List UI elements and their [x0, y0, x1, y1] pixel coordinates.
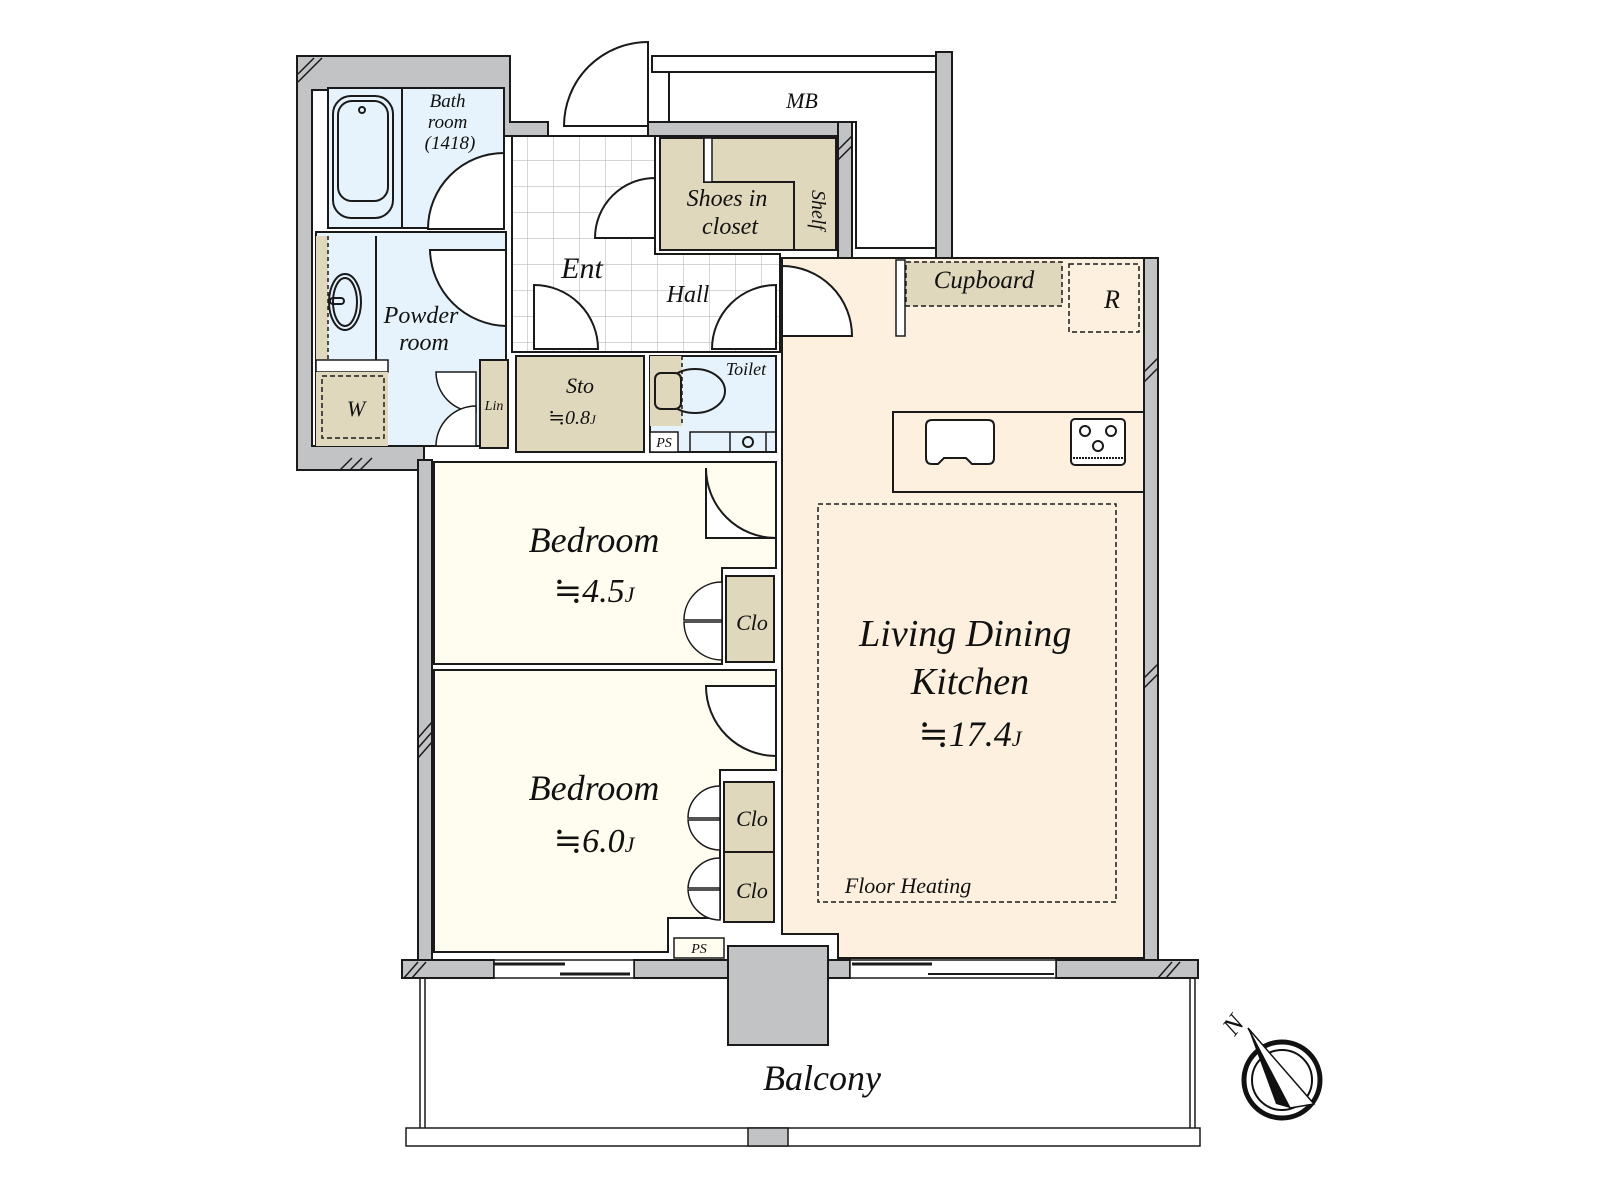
ps-lower-label: PS — [690, 942, 707, 957]
north-compass-icon: N — [1216, 1008, 1323, 1121]
meter-box-label: MB — [785, 88, 818, 113]
bathtub-icon — [332, 95, 394, 219]
bedroom-1-area: ≒4.5J — [554, 573, 636, 610]
floor-drain-icon — [742, 436, 754, 448]
living-dining-kitchen — [781, 257, 1145, 959]
kitchen-sink-icon — [925, 419, 995, 465]
bedroom-1-label: Bedroom — [529, 520, 660, 560]
washer-space — [316, 372, 388, 446]
storage-room — [515, 355, 645, 453]
refrigerator-label: R — [1103, 285, 1120, 314]
bedroom-1 — [433, 461, 777, 665]
linen-closet — [479, 359, 509, 449]
stove-icon — [1070, 418, 1126, 466]
ldk-label: Living Dining Kitchen — [858, 613, 1081, 703]
front-door-icon — [562, 40, 649, 127]
entrance-hall — [511, 135, 781, 353]
ldk-area: ≒17.4J — [919, 714, 1023, 754]
bedroom-2-label: Bedroom — [529, 768, 660, 808]
compass-north-label: N — [1216, 1008, 1251, 1042]
hall-label: Hall — [666, 282, 710, 308]
storage-label: Sto — [566, 373, 594, 398]
shoes-closet-label: Shoes in closet — [687, 186, 774, 240]
toilet-icon — [654, 368, 726, 414]
balcony-label: Balcony — [763, 1058, 881, 1098]
bathroom-door-icon — [426, 151, 505, 230]
toilet-label: Toilet — [726, 359, 767, 379]
bedroom-1-door-icon — [705, 467, 777, 539]
bathroom-label: Bath room (1418) — [425, 91, 476, 154]
entrance-label: Ent — [560, 252, 603, 285]
bedroom-1-closet — [725, 575, 775, 663]
storage-area: ≒0.8J — [548, 407, 597, 429]
ps-lower — [673, 937, 725, 959]
exterior-walls — [296, 51, 1199, 1046]
floor-heating-area — [817, 503, 1117, 903]
bedroom-2-closet-b — [723, 851, 775, 923]
windows — [493, 959, 1057, 979]
cupboard — [905, 261, 1063, 307]
shelf-label: Shelf — [807, 190, 829, 232]
washer-label: W — [347, 396, 367, 421]
ps-upper — [649, 431, 679, 453]
powder-room-label: Powder room — [383, 303, 465, 356]
bedroom-2-closet-a — [723, 781, 775, 853]
bedroom-2-closet-b-label: Clo — [736, 878, 768, 903]
balcony — [405, 978, 1201, 1147]
meter-box — [651, 55, 937, 249]
sink-icon — [328, 273, 362, 331]
bedroom-1-closet-label: Clo — [736, 610, 768, 635]
refrigerator-space — [1068, 263, 1140, 333]
bedroom-2-closet-a-label: Clo — [736, 806, 768, 831]
shoes-closet — [659, 137, 837, 251]
wall-hatch — [297, 57, 1181, 979]
cupboard-label: Cupboard — [934, 267, 1035, 294]
bedroom-2-area: ≒6.0J — [554, 823, 636, 860]
floor-heating-label: Floor Heating — [844, 873, 972, 898]
ps-upper-label: PS — [655, 436, 672, 451]
linen-label: Lin — [484, 399, 504, 414]
